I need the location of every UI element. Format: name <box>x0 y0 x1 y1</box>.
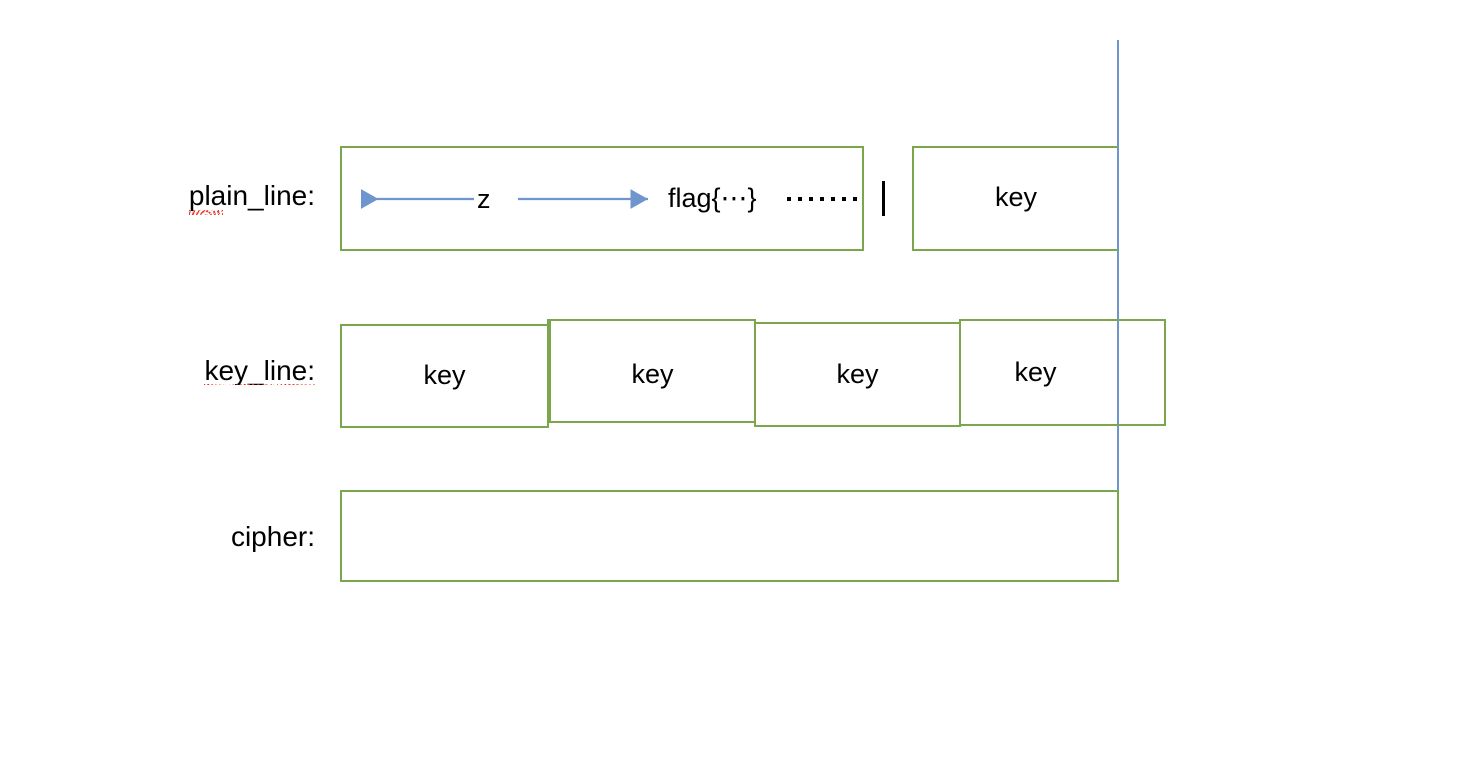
key-line-label: key_line: <box>171 355 315 385</box>
cipher-output-box[interactable] <box>340 490 1119 582</box>
plain-line-separator <box>882 181 885 216</box>
flag-placeholder-text: flag{⋯} <box>668 183 757 213</box>
key-line-block-2[interactable]: key <box>547 319 756 423</box>
plain-line-label: plain_line: <box>171 180 315 215</box>
key-line-block-4[interactable]: key <box>959 319 1166 426</box>
key-line-block-3[interactable]: key <box>754 322 961 427</box>
ellipsis-leader-icon <box>787 197 859 201</box>
arrow-label-z: z <box>477 184 491 214</box>
key-line-block-1[interactable]: key <box>340 324 549 428</box>
right-arrow-icon <box>518 189 648 209</box>
key-line-block-3-text: key <box>836 359 879 389</box>
cipher-label: cipher: <box>180 521 315 553</box>
cipher-label-text: cipher: <box>230 521 315 552</box>
key-line-block-4-text: key <box>1014 357 1057 387</box>
block-boundary-line <box>1117 40 1119 492</box>
plain-line-message-box[interactable] <box>340 146 864 251</box>
plain-line-key-box[interactable]: key <box>912 146 1118 251</box>
plain-line-key-text: key <box>994 182 1038 212</box>
key-line-block-1-text: key <box>423 360 466 390</box>
left-arrow-icon <box>361 189 474 209</box>
key-line-block-2-text: key <box>631 359 674 389</box>
key-line-label-text: key_line: <box>204 355 315 385</box>
plain-line-label-text: plain_line: <box>188 180 315 211</box>
